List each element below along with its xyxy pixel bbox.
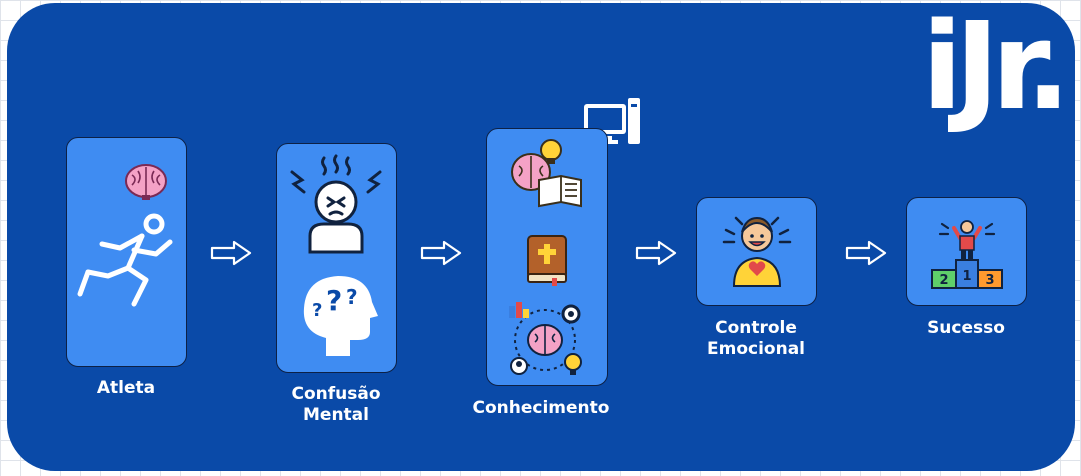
arrow-right-icon [210, 240, 252, 266]
step-label-conhecimento: Conhecimento [472, 398, 610, 418]
stressed-person-icon [288, 152, 384, 256]
svg-text:?: ? [312, 300, 322, 321]
brain-icon [124, 163, 168, 201]
podium-second-label: 2 [939, 273, 948, 288]
arrow-right-icon [420, 240, 462, 266]
brain-network-icon [505, 300, 587, 378]
logo: iJr. [921, 0, 1071, 137]
step-label-controle-emocional: Controle Emocional [707, 318, 805, 360]
arrow-right-icon [845, 240, 887, 266]
bible-icon [522, 232, 570, 286]
head-questions-icon: ? ? ? [296, 272, 380, 358]
podium-winner-icon: 1 2 3 [930, 218, 1004, 292]
svg-text:?: ? [326, 284, 342, 317]
podium-third-label: 3 [985, 273, 994, 288]
step-label-confusao-mental: Confusão Mental [291, 384, 381, 426]
runner-icon [74, 210, 178, 314]
step-label-sucesso: Sucesso [927, 318, 1005, 338]
step-label-atleta: Atleta [96, 378, 156, 398]
svg-text:?: ? [346, 285, 358, 309]
happy-person-icon [722, 210, 792, 290]
arrow-right-icon [635, 240, 677, 266]
podium-first-label: 1 [962, 269, 971, 284]
brain-book-icon [509, 138, 585, 210]
